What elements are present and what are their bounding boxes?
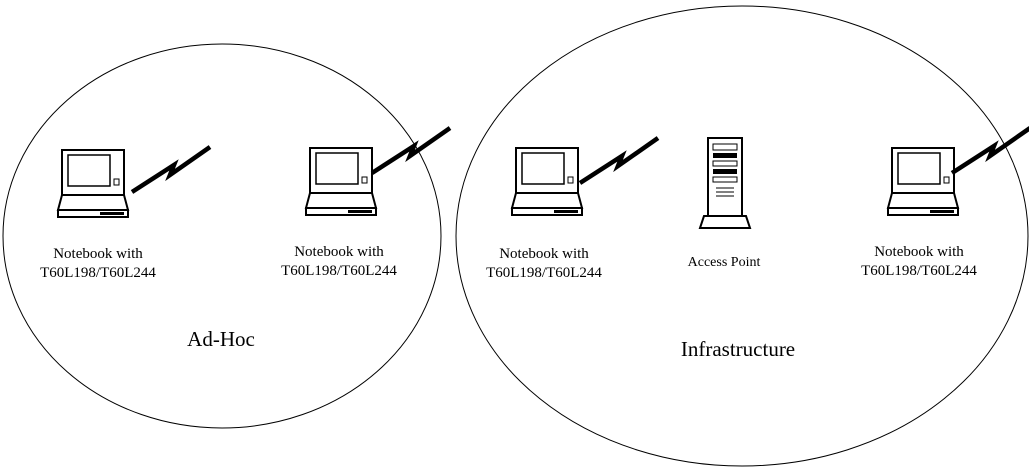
laptop-icon <box>57 149 129 218</box>
notebook-label-line2: T60L198/T60L244 <box>486 265 602 281</box>
lightning-bolt-icon <box>372 128 450 173</box>
lightning-bolt-icon <box>952 128 1029 173</box>
infrastructure-mode-label: Infrastructure <box>681 337 795 361</box>
adhoc-boundary <box>2 43 442 429</box>
lightning-bolt-icon <box>132 147 210 192</box>
infrastructure-notebook-1: Notebook with T60L198/T60L244 <box>486 138 658 281</box>
notebook-label-line2: T60L198/T60L244 <box>861 263 977 279</box>
server-tower-icon <box>699 137 751 229</box>
adhoc-group: Notebook with T60L198/T60L244 Notebook w… <box>2 43 450 429</box>
notebook-label-line1: Notebook with <box>294 244 384 260</box>
notebook-label-line2: T60L198/T60L244 <box>40 265 156 281</box>
adhoc-notebook-1: Notebook with T60L198/T60L244 <box>40 147 210 281</box>
laptop-icon <box>305 147 377 216</box>
infrastructure-boundary <box>455 5 1029 467</box>
laptop-icon <box>511 147 583 216</box>
access-point: Access Point <box>688 137 761 270</box>
adhoc-mode-label: Ad-Hoc <box>187 327 255 351</box>
notebook-label-line1: Notebook with <box>499 246 589 262</box>
notebook-label-line1: Notebook with <box>874 244 964 260</box>
infrastructure-notebook-2: Notebook with T60L198/T60L244 <box>861 128 1029 279</box>
laptop-icon <box>887 147 959 216</box>
adhoc-notebook-2: Notebook with T60L198/T60L244 <box>281 128 450 279</box>
infrastructure-group: Notebook with T60L198/T60L244 Access Poi… <box>455 5 1029 467</box>
notebook-label-line2: T60L198/T60L244 <box>281 263 397 279</box>
access-point-label: Access Point <box>688 255 761 270</box>
lightning-bolt-icon <box>580 138 658 183</box>
notebook-label-line1: Notebook with <box>53 246 143 262</box>
